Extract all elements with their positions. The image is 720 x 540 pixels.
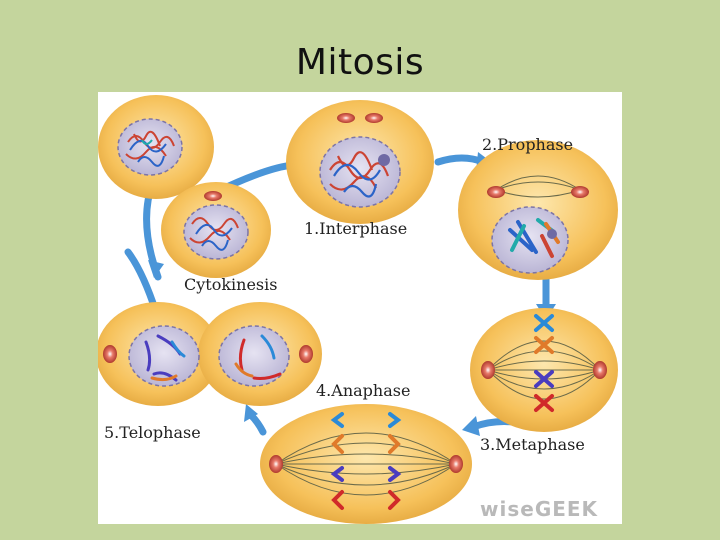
- interphase-cell: [286, 100, 434, 224]
- label-cytokinesis: Cytokinesis: [184, 275, 277, 294]
- cytokinesis-cell-top: [98, 95, 214, 199]
- arrow-interphase-to-prophase: [438, 158, 483, 162]
- label-anaphase: 4.Anaphase: [316, 381, 410, 400]
- slide-title: Mitosis: [0, 42, 720, 83]
- watermark-geek: GEEK: [535, 497, 599, 521]
- watermark-wise: wise: [480, 497, 535, 521]
- anaphase-cell: [260, 404, 472, 524]
- telophase-cell: [98, 302, 322, 406]
- wisegeek-watermark: wiseGEEK: [480, 497, 599, 521]
- label-interphase: 1.Interphase: [304, 219, 407, 238]
- metaphase-cell: [470, 308, 618, 432]
- label-telophase: 5.Telophase: [104, 423, 201, 442]
- cytokinesis-cell-bottom: [161, 182, 271, 278]
- label-prophase: 2.Prophase: [482, 135, 573, 154]
- mitosis-cycle-illustration: 1.Interphase 2.Prophase 3.Metaphase 4.An…: [98, 92, 622, 524]
- label-metaphase: 3.Metaphase: [480, 435, 585, 454]
- mitosis-diagram: 1.Interphase 2.Prophase 3.Metaphase 4.An…: [98, 92, 622, 524]
- prophase-cell: [458, 140, 618, 280]
